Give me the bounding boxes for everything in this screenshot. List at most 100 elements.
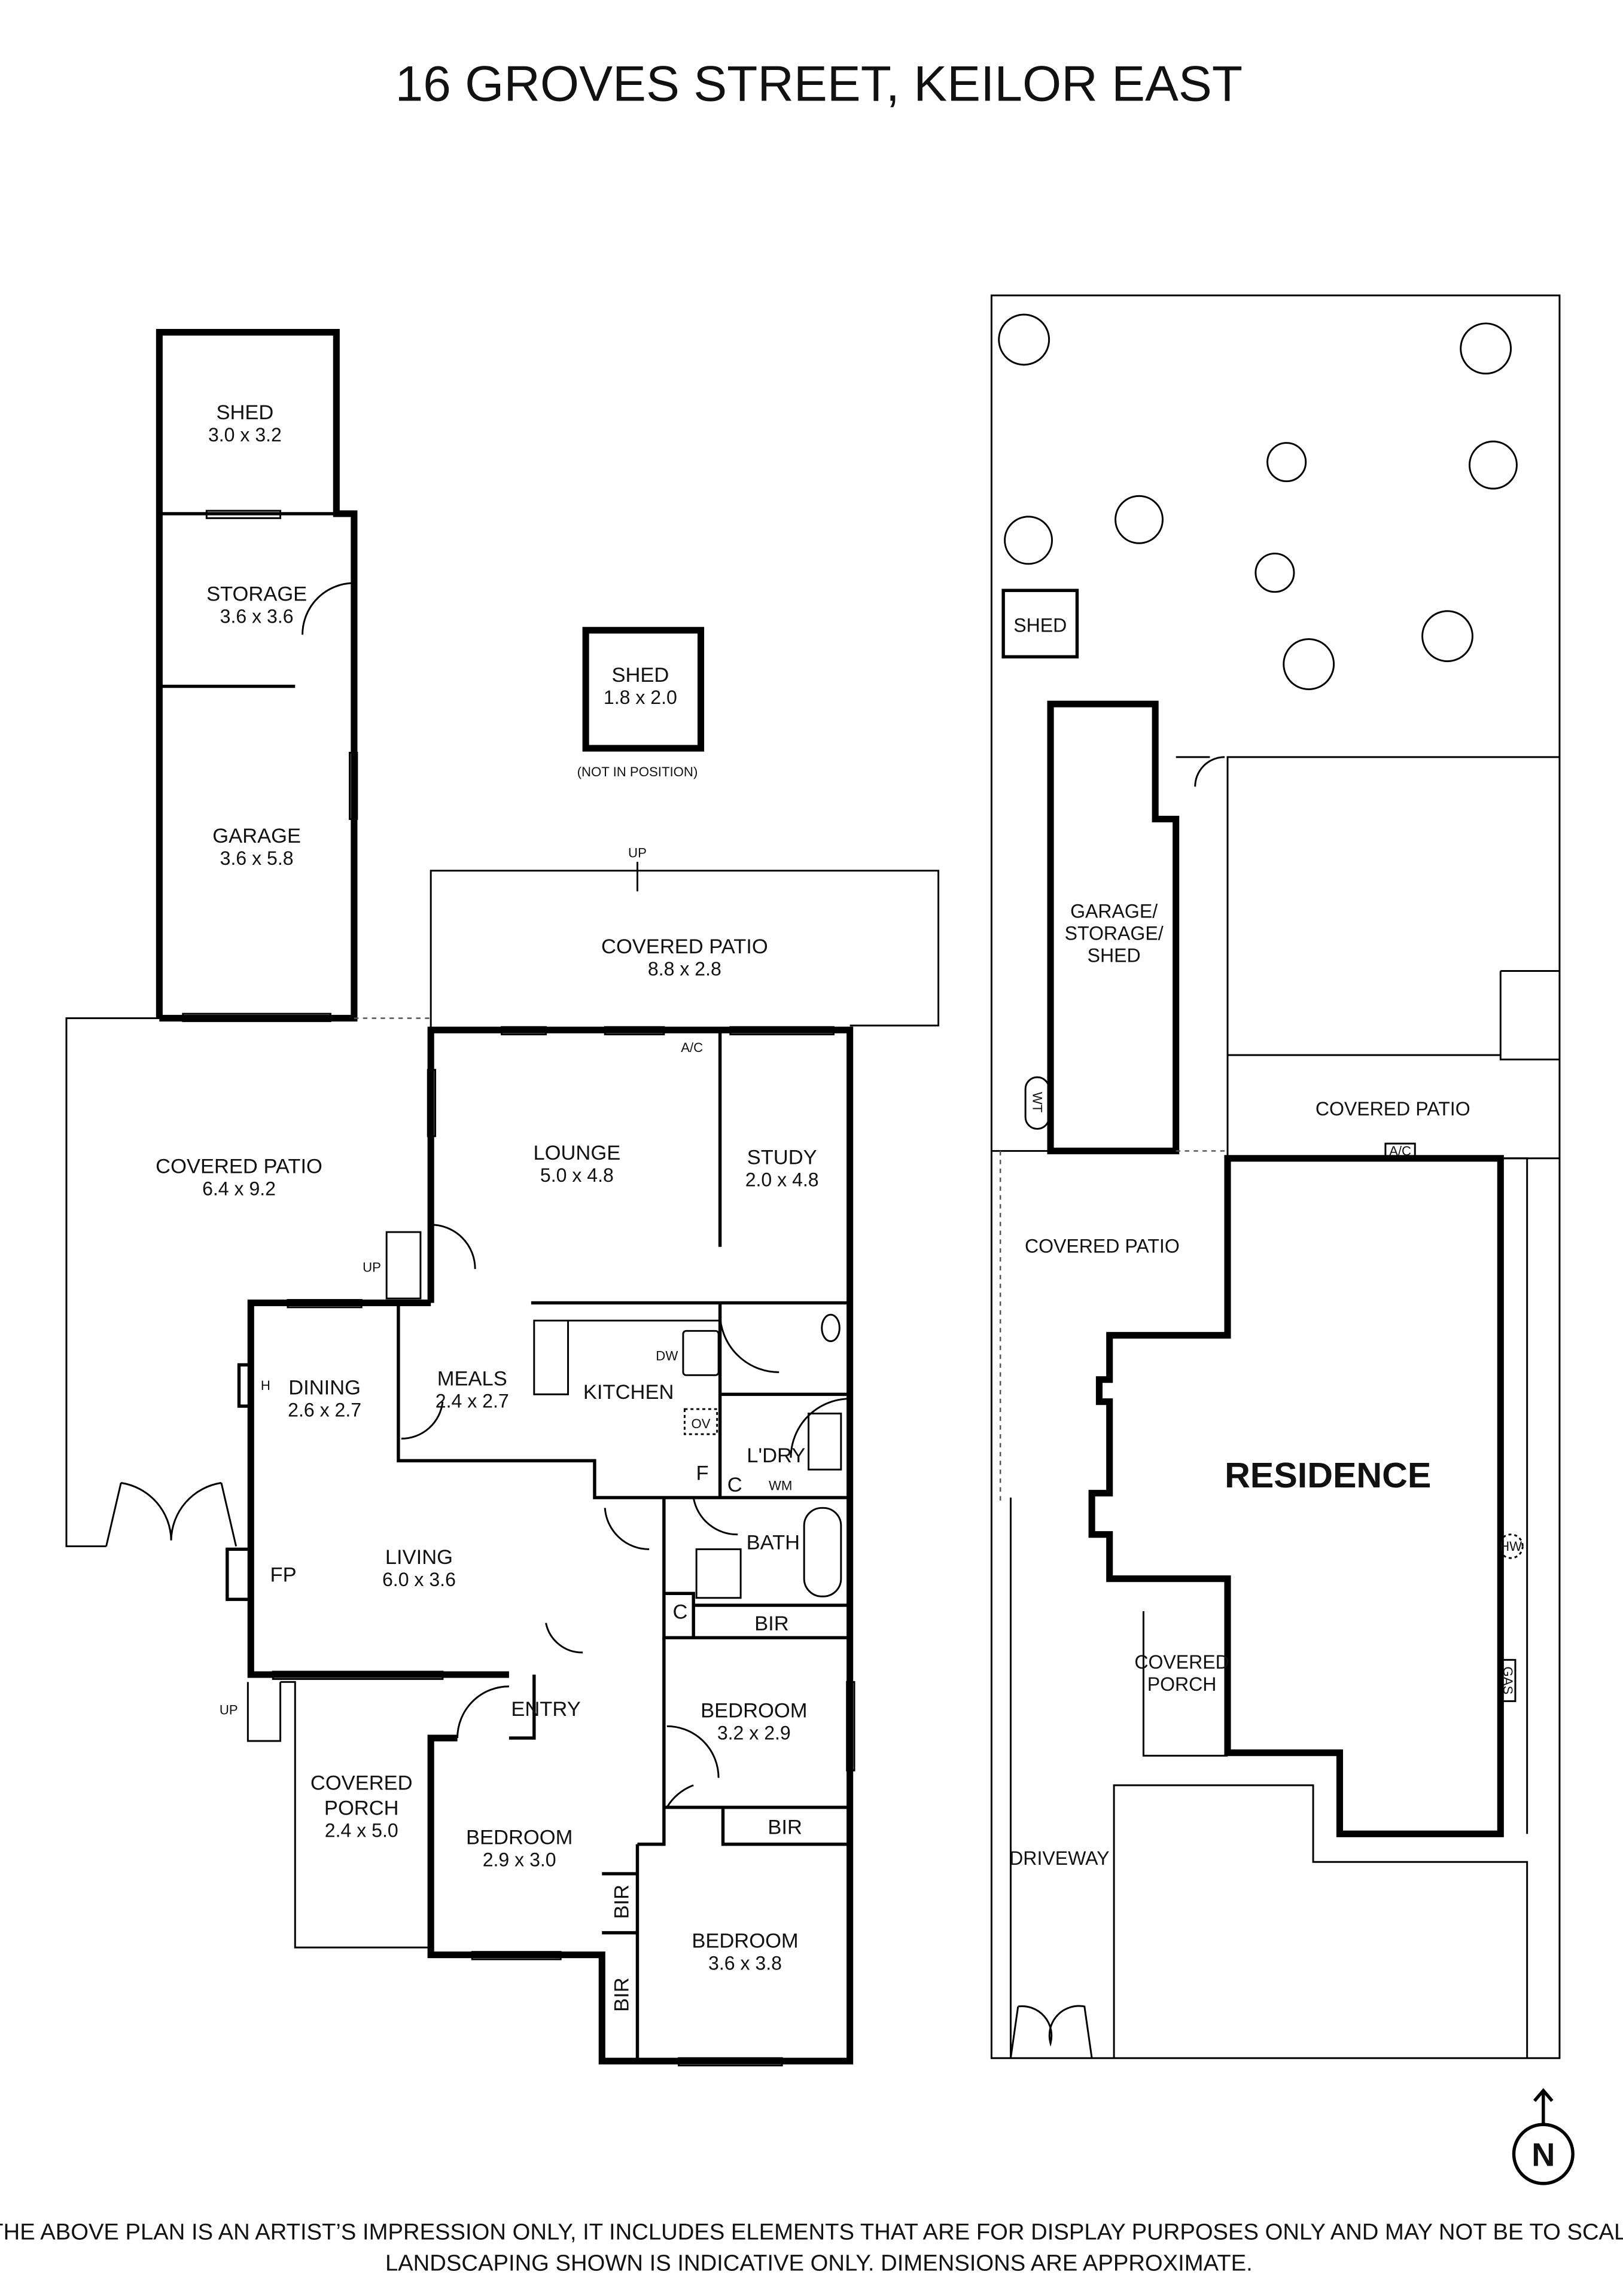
living-wall — [397, 1303, 850, 1499]
tree-icon — [1460, 322, 1512, 375]
room-label-living: LIVING — [385, 1546, 453, 1569]
heater-icon — [237, 1363, 252, 1408]
house-exterior-walls — [247, 1026, 854, 2065]
window — [287, 1299, 363, 1309]
driveway-lines — [1009, 1157, 1528, 2059]
room-dims-lounge: 5.0 x 4.8 — [540, 1164, 614, 1186]
kitchen-bench-outline — [533, 1319, 720, 1395]
garage-door — [182, 1013, 331, 1022]
double-door-swing — [105, 1481, 237, 1547]
door-swing — [302, 582, 354, 635]
window — [846, 1681, 855, 1771]
residence-outline — [1088, 1155, 1504, 1837]
bathtub-icon — [803, 1507, 842, 1597]
site-boundary — [990, 294, 1561, 2059]
room-label-covered-patio-west: COVERED PATIO — [156, 1155, 322, 1178]
window — [272, 1670, 444, 1680]
hot-water-icon — [1498, 1533, 1524, 1559]
covered-patio-west-outline — [65, 1017, 160, 1547]
up-label: UP — [628, 846, 647, 861]
dishwasher-label: DW — [656, 1349, 678, 1364]
window — [678, 2057, 783, 2067]
room-dims-study: 2.0 x 4.8 — [745, 1169, 819, 1191]
room-label-bedroom-3: BEDROOM — [692, 1929, 798, 1952]
room-label-shed: SHED — [216, 401, 273, 424]
oven-label: OV — [691, 1416, 710, 1431]
residence-label: RESIDENCE — [1225, 1455, 1431, 1495]
gas-label: GAS — [1500, 1666, 1515, 1694]
disclaimer-line-2: LANDSCAPING SHOWN IS INDICATIVE ONLY. DI… — [385, 2250, 1253, 2276]
fireplace-label: FP — [270, 1564, 296, 1587]
room-label-laundry: L'DRY — [747, 1444, 805, 1467]
entry-wall — [508, 1674, 536, 1740]
bir-label: BIR — [768, 1816, 802, 1838]
oven-icon — [683, 1408, 718, 1435]
room-dims-meals: 2.4 x 2.7 — [436, 1391, 509, 1412]
tree-icon — [1469, 440, 1518, 490]
room-label-garage: GARAGE — [212, 825, 301, 847]
room-dims-covered-porch: 2.4 x 5.0 — [325, 1819, 398, 1841]
room-dims-small-shed: 1.8 x 2.0 — [604, 687, 677, 708]
room-dims-shed: 3.0 x 3.2 — [208, 424, 282, 446]
washing-machine-label: WM — [769, 1478, 792, 1493]
laundry-sink-icon — [808, 1412, 842, 1471]
tree-icon — [1004, 516, 1053, 565]
ac-label: A/C — [681, 1040, 703, 1055]
covered-patio-north-outline — [430, 870, 940, 1030]
north-label: N — [1531, 2137, 1555, 2173]
gate-double-swing — [1009, 2005, 1093, 2059]
up-label: UP — [363, 1260, 381, 1275]
tree-icon — [1254, 553, 1295, 593]
bir-label: BIR — [611, 1977, 634, 2012]
room-label-entry: ENTRY — [511, 1698, 580, 1721]
room-dims-covered-patio-north: 8.8 x 2.8 — [648, 958, 721, 980]
room-label-small-shed: SHED — [611, 664, 669, 687]
covered-porch-outline — [280, 1681, 431, 1949]
window — [501, 1026, 547, 1036]
compass-icon — [1512, 2123, 1575, 2185]
room-label-lounge: LOUNGE — [533, 1142, 620, 1164]
not-in-position-note: (NOT IN POSITION) — [577, 764, 698, 779]
tree-icon — [1283, 638, 1335, 690]
room-dims-bedroom-1: 3.2 x 2.9 — [717, 1722, 791, 1744]
room-dims-storage: 3.6 x 3.6 — [220, 605, 294, 627]
shower-icon — [695, 1548, 742, 1599]
porch-outline — [1142, 1611, 1228, 1757]
room-label-covered-porch-2: PORCH — [324, 1797, 399, 1819]
room-label-storage: STORAGE — [206, 583, 307, 605]
room-label-bedroom-2: BEDROOM — [466, 1827, 573, 1849]
steps-icon — [385, 1231, 422, 1300]
trees — [998, 313, 1518, 690]
room-dims-bedroom-3: 3.6 x 3.8 — [708, 1952, 782, 1974]
gas-meter-icon — [1499, 1658, 1517, 1702]
room-label-meals: MEALS — [437, 1368, 507, 1391]
room-dims-dining: 2.6 x 2.7 — [288, 1399, 361, 1420]
water-tank-icon — [1024, 1076, 1050, 1130]
water-tank-label: WT — [1030, 1092, 1045, 1113]
site-garage-label: STORAGE/ — [1065, 923, 1164, 944]
window — [205, 510, 282, 519]
fireplace-icon — [226, 1547, 252, 1601]
garden-lines — [1226, 756, 1560, 1160]
window — [604, 1026, 665, 1036]
site-porch-label: COVERED — [1134, 1651, 1229, 1673]
room-label-bath: BATH — [747, 1531, 800, 1554]
window — [729, 1026, 835, 1036]
gate — [1176, 756, 1225, 787]
north-arrow: N — [1512, 2088, 1575, 2185]
floor-plan: SHED 3.0 x 3.2 STORAGE 3.6 x 3.6 GARAGE … — [65, 329, 940, 2067]
tree-icon — [1421, 610, 1473, 663]
tree-icon — [1266, 442, 1307, 483]
site-shed-label: SHED — [1013, 614, 1067, 636]
cupboard-label: C — [673, 1600, 688, 1623]
room-dims-bedroom-2: 2.9 x 3.0 — [483, 1849, 556, 1871]
cupboard-label: C — [727, 1474, 742, 1496]
door-swings — [401, 1224, 850, 1808]
cooktop-icon — [682, 1330, 720, 1376]
outbuilding-walls — [156, 329, 358, 1022]
site-covered-patio-west-label: COVERED PATIO — [1025, 1236, 1180, 1257]
disclaimer-line-1: THE ABOVE PLAN IS AN ARTIST’S IMPRESSION… — [0, 2219, 1623, 2245]
fridge-label: F — [696, 1462, 708, 1484]
window — [427, 1069, 437, 1138]
